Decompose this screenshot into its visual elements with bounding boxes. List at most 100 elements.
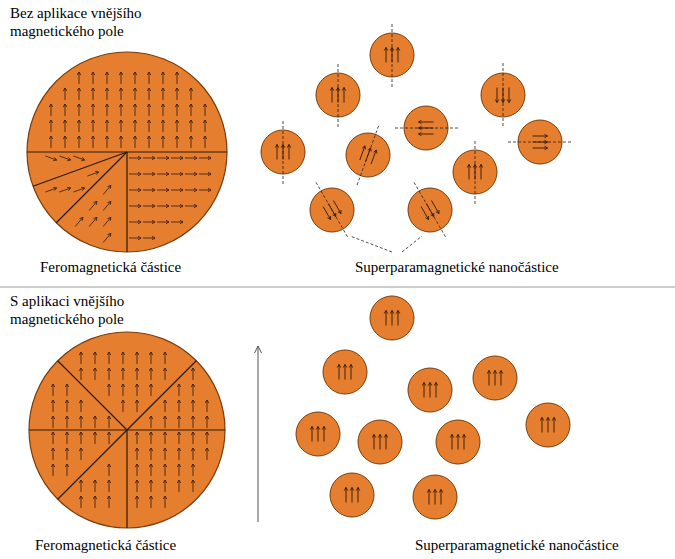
moment-arrow [427,490,431,505]
moment-arrow [143,156,155,160]
moment-arrow [45,187,56,192]
moment-arrow [93,496,97,508]
nanoparticle [370,23,414,87]
moment-arrow [431,201,439,214]
moment-arrow [149,416,153,428]
moment-arrow [149,496,153,508]
moment-arrow [333,201,341,214]
moment-arrow [51,432,55,444]
moment-arrow [65,432,69,444]
moment-arrow [73,187,84,192]
moment-arrow [175,72,179,84]
moment-arrow [495,88,499,103]
moment-arrow [77,120,81,132]
moment-arrow [487,371,491,386]
moment-arrow [77,88,81,100]
moment-arrow [93,416,97,428]
moment-arrow [149,448,153,460]
moment-arrow [143,220,155,224]
moment-arrow [133,104,137,116]
moment-arrow [77,104,81,116]
moment-arrow [191,480,195,492]
moment-arrow [419,132,434,136]
moment-arrow [79,352,83,364]
moment-arrow [107,416,111,428]
moment-arrow [378,435,382,450]
moment-arrow [135,464,139,476]
nanoparticle [358,420,402,464]
moment-arrow [163,416,167,428]
nanoparticle [346,125,390,185]
moment-arrow [384,435,388,450]
moment-arrow [462,435,466,450]
moment-arrow [163,352,167,364]
moment-arrow [93,480,97,492]
moment-arrow [91,120,95,132]
domain-wall [127,361,196,430]
domain-wall [27,151,127,152]
moment-arrow [191,400,195,412]
domain-wall [126,152,127,252]
moment-arrow [119,136,123,148]
moment-arrow [175,104,179,116]
moment-arrow [365,148,371,162]
moment-arrow [171,156,183,160]
nanoparticle [310,182,354,237]
moment-arrow [119,104,123,116]
moment-arrow [103,185,111,194]
moment-arrow [371,150,377,164]
moment-arrow [119,88,123,100]
particle-caption: Superparamagnetické nanočástice [355,258,559,276]
moment-arrow [45,156,56,161]
moment-arrow [322,427,326,442]
moment-arrow [79,448,83,460]
moment-arrow [93,352,97,364]
nanoparticle [408,368,452,412]
moment-arrow [75,217,83,226]
moment-arrow [89,201,97,210]
moment-arrow [189,104,193,116]
moment-arrow [185,204,197,208]
moment-arrow [157,188,169,192]
moment-arrow [163,368,167,380]
moment-arrow [149,480,153,492]
moment-arrow [205,432,209,444]
nanoparticle [481,63,525,127]
moment-arrow [133,88,137,100]
domain-wall [127,151,227,152]
moment-arrow [161,72,165,84]
moment-arrow [143,172,155,176]
moment-arrow [337,365,341,380]
axis-line [316,182,348,237]
moment-arrow [161,120,165,132]
moment-arrow [350,488,354,503]
moment-arrow [344,488,348,503]
moment-arrow [49,104,53,116]
leader-line [350,236,422,252]
moment-arrow [105,120,109,132]
section-heading: S aplikaci vnějšího magnetického pole [10,292,160,328]
axis-line [414,182,446,237]
moment-arrow [149,384,153,396]
moment-arrow [203,136,207,148]
moment-arrow [79,368,83,380]
moment-arrow [533,140,548,144]
moment-arrow [107,432,111,444]
moment-arrow [65,384,69,396]
moment-arrow [422,383,426,398]
moment-arrow [171,204,183,208]
moment-arrow [390,48,394,63]
moment-arrow [473,165,477,180]
moment-arrow [149,464,153,476]
moment-arrow [384,48,388,63]
moment-arrow [63,104,67,116]
section-divider [0,287,675,288]
moment-arrow [103,217,111,226]
moment-arrow [89,217,97,226]
moment-arrow [336,88,340,103]
moment-arrow [281,145,285,160]
moment-arrow [479,165,483,180]
moment-arrow [191,432,195,444]
moment-arrow [419,126,434,130]
moment-arrow [121,384,125,396]
